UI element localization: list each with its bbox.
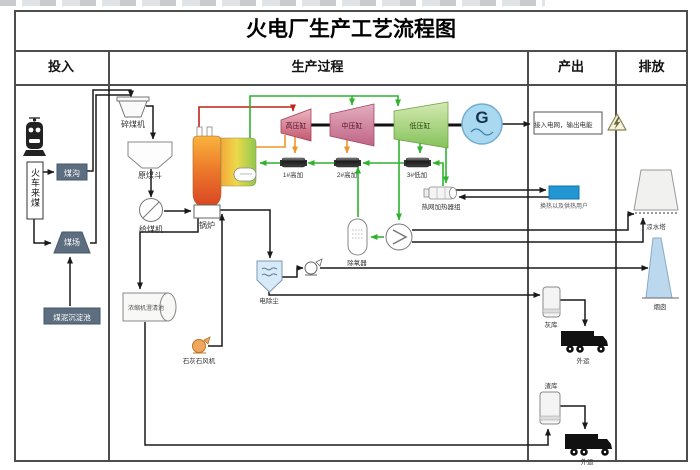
cooling-tower-node [633,169,679,214]
col-divider-input [108,50,110,462]
column-header-process: 生产过程 [291,59,344,74]
grid-box-label: 接入电网，输出电能 [534,122,593,129]
coal-feeder-label: 给煤机 [139,225,163,234]
line-esp-to-ash-silo [268,291,541,298]
coal-ditch-label: 煤沟 [64,169,80,178]
truck2-label: 外运 [580,459,594,466]
slime-pool-label: 煤泥沉淀池 [53,313,91,322]
table-frame [14,10,688,462]
heater1-node [280,157,307,168]
condenser-node [385,223,413,251]
slag-silo-node [539,391,561,425]
train-icon [23,117,46,156]
thickener-label: 浓缩机澄清池 [127,306,165,312]
heater3-node [404,157,431,168]
ash-silo-label: 灰库 [544,322,558,329]
heater2-label: 2#高加 [336,172,358,179]
page-title: 火电厂生产工艺流程图 [246,18,456,41]
generator-label: G [475,108,489,127]
slag-silo-label: 渣库 [544,383,558,390]
thickener-node [122,292,177,322]
scan-artifact [0,0,545,6]
raw-coal-hopper-label: 原煤斗 [138,171,162,180]
crusher-label: 碎煤机 [121,120,145,129]
node-shapes [23,96,679,456]
boiler-node [192,126,257,219]
limestone-fan-label: 石灰石风机 [182,358,216,365]
heat-users-label: 换热以及供热用户 [539,204,589,210]
title-row-divider [14,50,688,52]
esp-node [256,260,283,293]
coal-feeder-node [139,198,163,222]
feedline-seg1 [432,160,444,186]
line-slag-to-truck [560,405,588,430]
lp-cylinder-label: 低压缸 [409,123,431,130]
coal-yard-node [53,231,91,254]
hot-reheat-main [249,95,350,138]
boiler-base [193,204,221,219]
heat-net-heater-node [423,186,457,200]
truck-icon [565,434,612,456]
deaerator-node [347,218,368,256]
deaerator-label: 除氧器 [347,260,367,267]
coal-by-train-node [26,161,44,220]
heat-users-box [548,185,580,200]
line-ash-to-truck [560,299,588,327]
line-ditch-to-crusher [87,89,134,172]
crusher-node [116,96,150,118]
cooling-tower-label: 凉水塔 [646,224,666,231]
generator-node [461,103,503,145]
coal-by-train-label: 火车来煤 [30,168,40,208]
heater2-node [334,157,361,168]
esp-label: 电除尘 [259,298,279,305]
main-steam-line [198,104,296,136]
hot-reheat-to-ip [349,95,355,106]
col-divider-output [615,50,617,462]
line-crusher-to-hopper [146,105,156,140]
truck1-label: 外运 [576,358,590,365]
heater3-label: 3#低加 [406,172,428,179]
sine-wave-icon [470,128,494,136]
boiler-label: 锅炉 [199,221,215,230]
line-thickener-to-slag-silo [144,322,551,446]
line-boiler-to-esp [220,209,273,259]
chimney-label: 烟囱 [653,304,667,311]
header-row-divider [14,84,688,86]
limestone-fan-icon [192,336,211,354]
hp-cylinder-node [280,108,312,142]
chimney-node [642,237,679,299]
flow-lines [33,89,649,446]
warning-icon [607,113,627,131]
ip-cylinder-label: 中压缸 [341,123,363,130]
line-limestone-to-flue [208,213,225,347]
hp-cylinder-label: 高压缸 [285,123,307,130]
col-divider-process [527,50,529,462]
line-train-to-yard [33,219,52,246]
draft-fan-icon [304,258,323,276]
column-header-output: 产出 [557,59,584,74]
line-boiler-to-thickener [137,218,199,290]
line-esp-to-fan [282,265,304,278]
line-condenser-to-tower-supply [412,211,635,231]
line-condenser-to-tower-return [412,217,646,243]
raw-coal-hopper-node [127,141,173,169]
coal-yard-label: 煤场 [64,238,80,247]
column-header-emission: 排放 [638,59,665,74]
slime-pool-node [43,307,101,325]
lp-cylinder-node [393,101,449,149]
coal-ditch-node [56,163,88,181]
truck-icon [561,331,608,353]
crossover-to-lp [352,95,401,107]
grid-box [533,111,603,135]
column-header-input: 投入 [47,59,74,74]
heat-net-heater-label: 热网加热器组 [421,204,461,211]
heater1-label: 1#高加 [282,172,304,179]
ip-cylinder-node [329,103,375,147]
line-yard-to-crusher [90,94,131,244]
ash-silo-node [542,286,561,318]
